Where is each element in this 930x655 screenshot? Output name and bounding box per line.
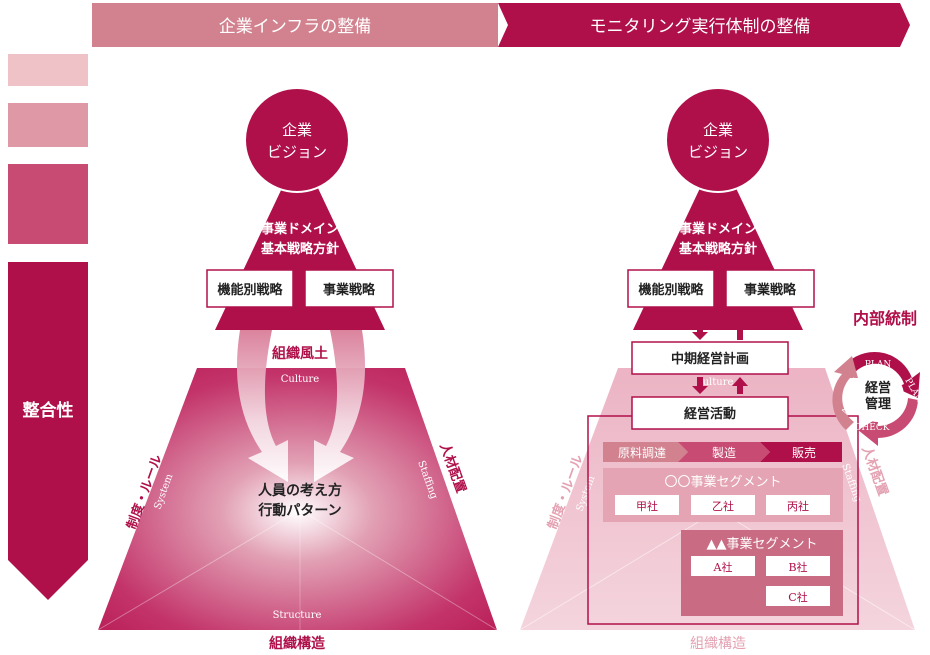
culture-en-label: Culture [281,374,320,385]
left-diagram: 企業 ビジョン 事業ドメイン 基本戦略方針 機能別戦略 事業戦略 組織風土 Cu… [97,87,498,652]
company-box-b [766,556,830,576]
process-chain: 原料調達 製造 販売 [603,442,842,462]
organization-trapezoid [98,368,497,630]
management-cycle: 経営 管理 PLAN PLAN CHECK ACTION [832,351,924,446]
structure-jp-label: 組織構造 [269,635,325,652]
company-box-a [691,556,755,576]
company-label-ko: 甲社 [636,499,658,513]
functional-strategy-label: 機能別戦略 [217,282,283,298]
company-label-hei: 丙社 [787,499,809,513]
cycle-plan-top: PLAN [865,360,892,370]
segment-b: ▲▲事業セグメント A社 B社 C社 [681,530,843,616]
culture-arrow-right [314,330,366,482]
level-bar-3 [8,164,88,244]
vision-line-2: ビジョン [267,143,327,161]
cycle-ring-left [832,356,858,430]
domain-line-1-right: 事業ドメイン [679,221,757,237]
up-arrow-1 [732,322,748,340]
company-label-b: B社 [788,560,807,574]
segment-a: 〇〇事業セグメント 甲社 乙社 丙社 [603,468,843,522]
up-arrow-2 [732,377,748,394]
culture-en-label-partial: ulture [703,377,734,388]
center-line-2: 行動パターン [257,502,341,519]
process-step-sales [760,442,842,462]
company-label-otsu: 乙社 [712,499,734,513]
company-label-a: A社 [713,560,733,574]
domain-line-2-right: 基本戦略方針 [678,241,757,257]
alignment-label: 整合性 [23,400,74,421]
header-right-segment [498,3,910,47]
mid-term-plan-box [631,341,789,375]
right-diagram: 制度・ルール System 人材配置 Staffing 組織構造 企業 ビジョン… [519,87,924,652]
flow-arrows-lower [692,377,748,394]
alignment-column: 整合性 [8,54,88,600]
level-bar-1 [8,54,88,86]
vision-line-2-right: ビジョン [688,143,748,161]
cycle-center-line-2: 管理 [865,396,891,412]
structure-jp-label-faded: 組織構造 [690,636,746,652]
company-box-ko [615,495,679,515]
process-step-label-3: 販売 [792,445,816,460]
segment-a-title: 〇〇事業セグメント [664,474,781,490]
internal-control-label: 内部統制 [853,309,917,328]
business-strategy-box-right [725,269,815,308]
cycle-center [852,370,904,422]
domain-line-2: 基本戦略方針 [260,241,339,257]
domain-line-1: 事業ドメイン [261,221,339,237]
company-label-c: C社 [788,590,807,604]
cycle-center-line-1: 経営 [865,380,891,396]
company-box-c [766,586,830,606]
culture-arrow-left [236,330,288,482]
functional-strategy-label-right: 機能別戦略 [638,282,704,298]
header-right-label: モニタリング実行体制の整備 [590,17,811,37]
header-left-segment [92,3,498,47]
structure-en-label: Structure [273,610,322,621]
company-box-otsu [691,495,755,515]
cycle-ring-right [858,398,918,446]
vision-line-1-right: 企業 [703,121,733,139]
mid-term-plan-label: 中期経営計画 [671,351,749,367]
company-box-hei [766,495,830,515]
functional-strategy-box [206,269,294,308]
down-arrow-2 [692,377,708,394]
flow-arrows-upper [692,322,748,340]
culture-jp-label: 組織風土 [272,345,328,362]
business-strategy-label-right: 事業戦略 [744,282,797,298]
level-bar-2 [8,103,88,147]
functional-strategy-box-right [627,269,715,308]
center-line-1: 人員の考え方 [258,482,342,499]
alignment-arrow [8,262,88,600]
segment-b-title: ▲▲事業セグメント [707,536,818,552]
down-arrow-1 [692,322,708,340]
cycle-check: CHECK [855,423,890,433]
operations-label: 経営活動 [684,406,736,422]
vision-circle-right [665,87,771,193]
vision-circle [244,87,350,193]
process-step-label-1: 原料調達 [618,446,666,460]
structure-lines [97,509,498,631]
header-band: 企業インフラの整備 モニタリング実行体制の整備 [92,3,910,47]
vision-line-1: 企業 [282,121,312,139]
business-strategy-box [304,269,394,308]
process-step-manufacturing [678,442,770,462]
business-strategy-label: 事業戦略 [323,282,376,298]
operations-box [631,396,789,430]
header-left-label: 企業インフラの整備 [219,17,372,37]
process-step-label-2: 製造 [712,446,736,460]
process-step-procurement [603,442,688,462]
